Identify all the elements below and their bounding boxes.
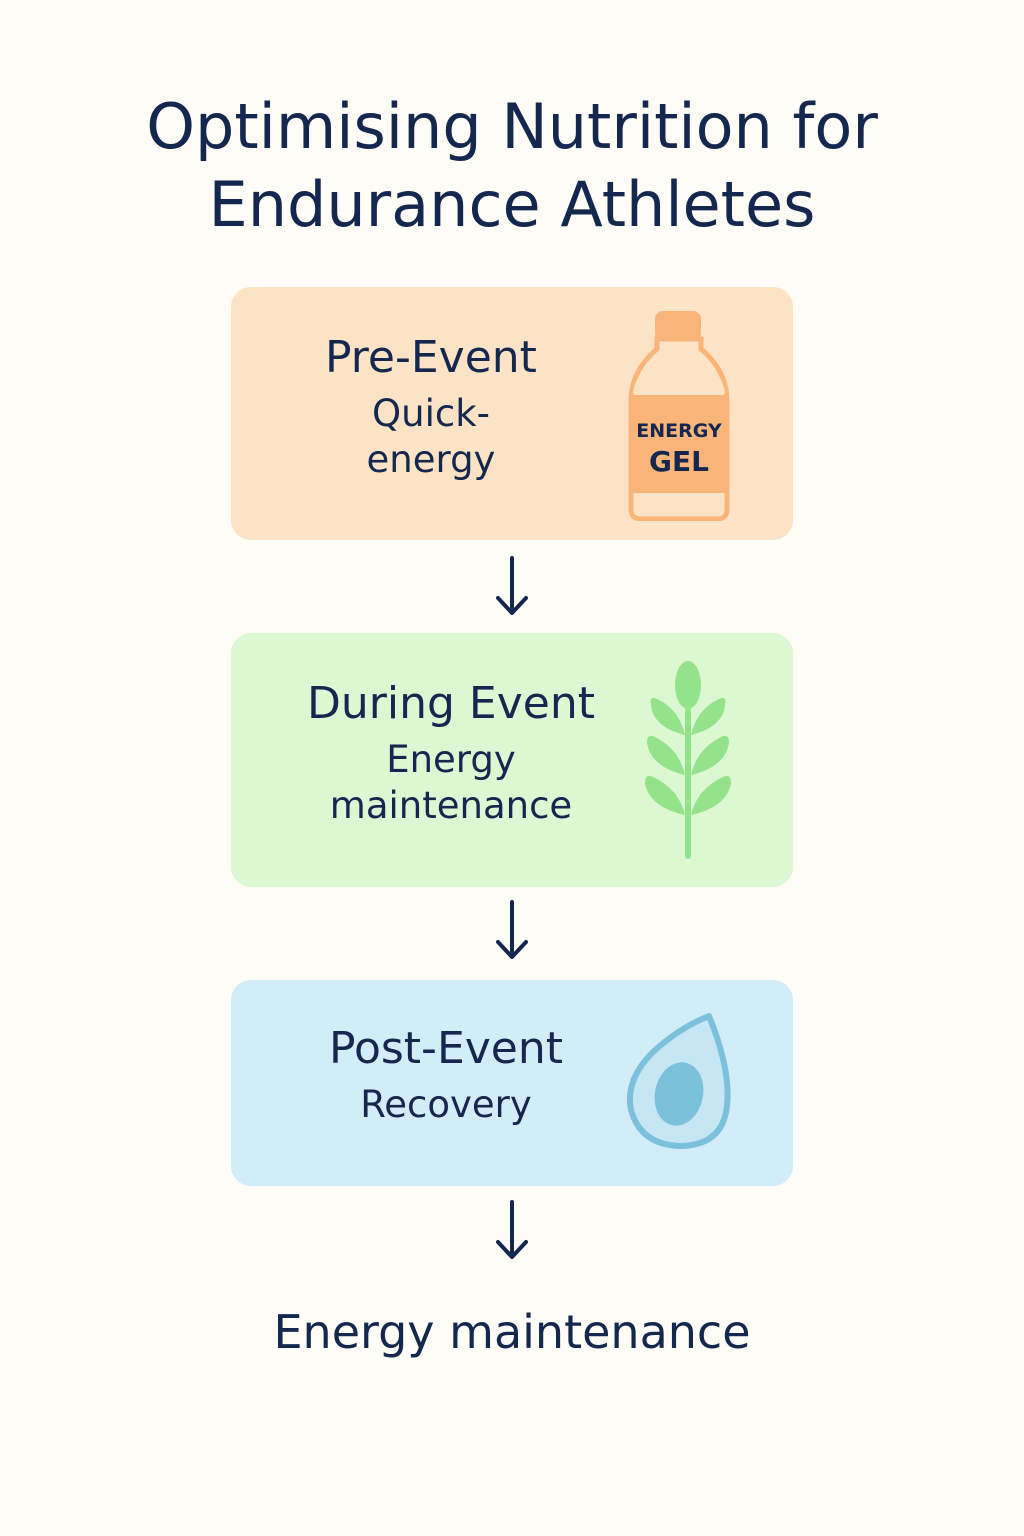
stage-text: Post-Event Recovery (281, 1022, 611, 1128)
stage-heading: Pre-Event (325, 332, 537, 383)
stage-card-pre-event: Pre-Event Quick-energy ENERGY GEL (231, 287, 793, 540)
stage-card-post-event: Post-Event Recovery (231, 980, 793, 1186)
wheat-sprig-icon (645, 661, 731, 859)
title-line-1: Optimising Nutrition for (146, 90, 878, 163)
title-line-2: Endurance Athletes (208, 168, 816, 241)
arrow-down-icon (496, 1200, 528, 1259)
arrow-down-icon (496, 900, 528, 959)
energy-gel-bottle-icon: ENERGY GEL (628, 311, 730, 521)
stage-heading: Post-Event (329, 1023, 563, 1074)
stage-text: Pre-Event Quick-energy (281, 331, 581, 483)
gel-label-line-2: GEL (649, 445, 709, 478)
stage-subtitle: Recovery (360, 1083, 532, 1126)
gel-label-line-1: ENERGY (636, 420, 722, 442)
stage-subtitle: Energy maintenance (329, 738, 573, 827)
stage-card-during-event: During Event Energy maintenance (231, 633, 793, 887)
stage-heading: During Event (307, 678, 595, 729)
stage-text: During Event Energy maintenance (271, 677, 631, 829)
diagram-title: Optimising Nutrition for Endurance Athle… (0, 88, 1024, 244)
stage-subtitle: Quick-energy (366, 392, 496, 481)
outcome-label: Energy maintenance (273, 1305, 751, 1359)
arrow-down-icon (496, 556, 528, 615)
water-drop-icon (627, 1013, 731, 1149)
